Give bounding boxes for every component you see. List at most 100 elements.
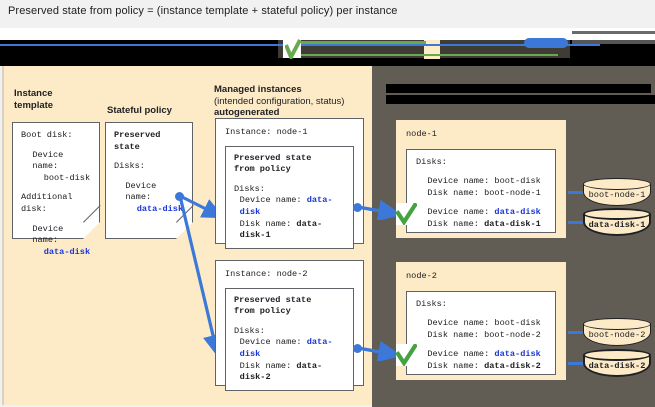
- node-data-device-key-node-2: Device name:: [427, 349, 490, 360]
- preserved-state-line1: Preserved: [114, 130, 161, 140]
- preserved-state-box-node-2: Preserved state from policy Disks: Devic…: [225, 287, 354, 391]
- arrow-to-node-2: [178, 195, 224, 358]
- node-boot-device-key-node-1: Device name:: [427, 176, 490, 187]
- check-icon: [285, 39, 301, 59]
- instance-template-heading: Instance template: [14, 88, 53, 111]
- node-boot-device-key-node-2: Device name:: [427, 318, 490, 329]
- arrow-to-node-1: [179, 194, 225, 219]
- disk-name-value-node-1: data-disk-1: [239, 218, 323, 241]
- volume-link-boot-node-2: [568, 331, 590, 334]
- node-data-disk-value-node-2: data-disk-2: [484, 360, 541, 371]
- disk-name-row-node-2: Disk name: data-disk-2: [234, 361, 345, 384]
- disk-name-row-node-1: Disk name: data-disk-1: [234, 219, 345, 242]
- node-disks-label-node-2: Disks:: [416, 298, 447, 309]
- page-title: Preserved state from policy = (instance …: [8, 5, 398, 17]
- volume-label-data-disk-1: data-disk-1: [588, 220, 646, 230]
- banner-white-row: [0, 28, 655, 40]
- banner-green-line: [296, 41, 426, 44]
- instance-node-2-anchor-dot: [353, 344, 362, 353]
- preserved-state-title-l2-node-1: from policy: [234, 164, 291, 175]
- preserved-state-box-node-1: Preserved state from policy Disks: Devic…: [225, 145, 354, 249]
- preserved-state-title-l1-node-1: Preserved state: [234, 152, 312, 163]
- managed-instances-heading-line2: (intended configuration, status): [214, 95, 345, 107]
- disk-name-key-node-1: Disk name:: [239, 218, 292, 229]
- instance-template-heading-line1: Instance: [14, 88, 53, 99]
- volume-label-boot-node-1: boot-node-1: [588, 190, 646, 200]
- node-card-node-1: node-1 Disks: Device name: boot-disk Dis…: [396, 120, 566, 238]
- additional-device-name-key: Device name:: [32, 223, 64, 246]
- node-disks-label-node-1: Disks:: [416, 156, 447, 167]
- banner-blue-pill: [524, 38, 568, 48]
- device-name-key-node-2: Device name:: [239, 337, 302, 348]
- instance-card-node-1: Instance: node-1 Preserved state from po…: [215, 118, 364, 249]
- node-data-device-row-node-2: Device name: data-disk: [416, 349, 546, 361]
- policy-device-name-key: Device name:: [125, 180, 157, 203]
- device-name-value-node-1: data-disk: [239, 195, 333, 217]
- status-check-node-2: [396, 344, 417, 366]
- card-fold-corner: [83, 205, 101, 239]
- node-data-device-value-node-2: data-disk: [494, 349, 541, 360]
- stateful-policy-heading-text: Stateful policy: [107, 105, 172, 116]
- preserved-state-title-l1-node-2: Preserved state: [234, 294, 312, 305]
- node-data-disk-row-node-2: Disk name: data-disk-2: [416, 361, 546, 373]
- instance-label-node-1: Instance: node-1: [225, 127, 308, 137]
- banner-blue-line-2: [440, 44, 600, 46]
- volume-link-boot-node-1: [568, 191, 590, 194]
- boot-disk-label: Boot disk:: [21, 130, 73, 140]
- instance-card-node-2: Instance: node-2 Preserved state from po…: [215, 260, 364, 391]
- node-name-node-1: node-1: [406, 129, 437, 139]
- managed-instances-heading-line3: autogenerated: [214, 107, 280, 118]
- node-boot-device-value-node-1: boot-disk: [494, 176, 541, 187]
- status-check-node-1: [396, 203, 417, 225]
- device-name-row-node-1: Device name: data-disk: [234, 195, 345, 218]
- additional-disk-label-line1: Additional: [21, 192, 73, 203]
- disks-label-node-1: Disks:: [234, 183, 265, 194]
- boot-device-name-key: Device name:: [32, 149, 64, 172]
- volume-link-data-disk-2: [568, 362, 590, 365]
- instance-node-1-anchor-dot: [353, 203, 362, 212]
- node-data-device-row-node-1: Device name: data-disk: [416, 207, 546, 219]
- banner-gray-line: [572, 40, 655, 44]
- volume-cylinder-data-disk-1: data-disk-1: [583, 208, 651, 238]
- device-name-row-node-2: Device name: data-disk: [234, 337, 345, 360]
- disk-name-key-node-2: Disk name:: [239, 360, 292, 371]
- volume-cylinder-data-disk-2: data-disk-2: [583, 349, 651, 379]
- preserved-state-title-l2-node-2: from policy: [234, 306, 291, 317]
- managed-instances-heading: Managed instances (intended configuratio…: [214, 84, 344, 119]
- boot-device-name-value: boot-disk: [43, 172, 91, 183]
- node-data-disk-row-node-1: Disk name: data-disk-1: [416, 219, 546, 231]
- node-boot-disk-value-node-1: boot-node-1: [484, 187, 541, 198]
- banner-cream-block: [424, 40, 440, 59]
- device-name-value-node-2: data-disk: [239, 337, 333, 359]
- volume-label-data-disk-2: data-disk-2: [588, 361, 646, 371]
- node-boot-disk-key-node-1: Disk name:: [427, 187, 479, 198]
- device-name-key-node-1: Device name:: [239, 195, 302, 206]
- node-boot-disk-row-node-2: Disk name: boot-node-2: [416, 330, 546, 342]
- node-boot-disk-value-node-2: boot-node-2: [484, 329, 541, 340]
- node-data-disk-value-node-1: data-disk-1: [484, 218, 541, 229]
- volume-label-boot-node-2: boot-node-2: [588, 330, 646, 340]
- connector-node-2: [358, 341, 403, 361]
- instance-label-node-2: Instance: node-2: [225, 269, 308, 279]
- node-disks-box-node-1: Disks: Device name: boot-disk Disk name:…: [406, 148, 556, 233]
- node-boot-device-row-node-1: Device name: boot-disk: [416, 176, 546, 188]
- instance-template-card: Boot disk: Device name: boot-disk Additi…: [12, 122, 101, 257]
- policy-to-instance-arrows: [178, 194, 225, 358]
- disks-label-node-2: Disks:: [234, 325, 265, 336]
- node-data-device-value-node-1: data-disk: [494, 207, 541, 218]
- stateful-policy-heading: Stateful policy: [107, 105, 172, 117]
- policy-device-name-value: data-disk: [136, 203, 184, 214]
- volume-link-data-disk-1: [568, 221, 590, 224]
- node-name-node-2: node-2: [406, 271, 437, 281]
- node-boot-disk-row-node-1: Disk name: boot-node-1: [416, 188, 546, 200]
- redacted-heading-line2: [386, 95, 655, 104]
- preserved-state-line2: state: [114, 141, 140, 152]
- disk-name-value-node-2: data-disk-2: [239, 360, 323, 383]
- banner-green-line-2: [290, 54, 558, 56]
- managed-instances-heading-line1: Managed instances: [214, 84, 302, 95]
- additional-device-name-value: data-disk: [43, 246, 91, 257]
- volume-cylinder-boot-node-1: boot-node-1: [583, 178, 651, 208]
- connector-node-1: [358, 200, 403, 220]
- node-boot-device-row-node-2: Device name: boot-disk: [416, 318, 546, 330]
